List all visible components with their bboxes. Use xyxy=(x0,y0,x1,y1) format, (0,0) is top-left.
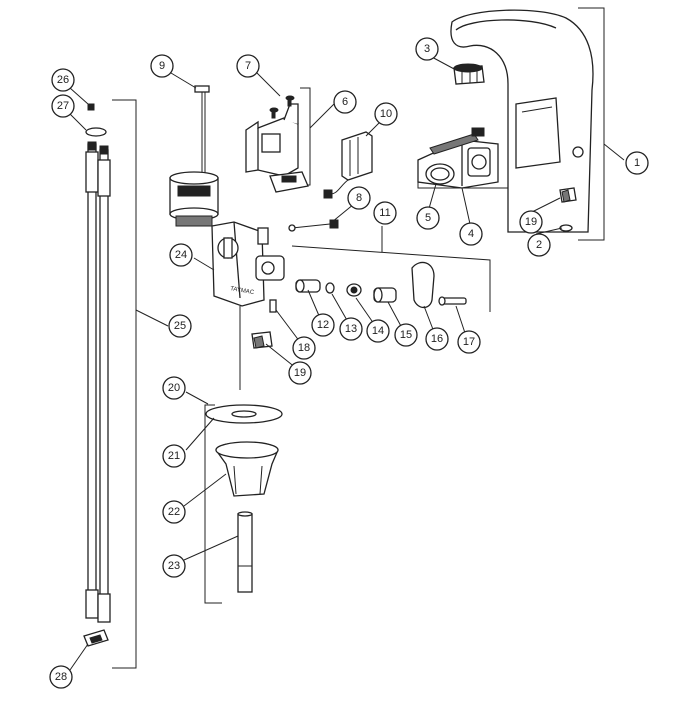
svg-text:10: 10 xyxy=(380,108,392,120)
control-body-part-24: TAYMAC xyxy=(211,221,285,390)
callout-27: 27 xyxy=(51,94,75,118)
svg-text:20: 20 xyxy=(168,382,180,394)
callout-22: 22 xyxy=(162,500,186,524)
svg-text:28: 28 xyxy=(55,671,67,683)
callout-12: 12 xyxy=(311,313,335,337)
callout-11: 11 xyxy=(373,201,397,225)
solenoid-cable-part-9 xyxy=(169,85,219,227)
mounting-cup-part-22 xyxy=(215,441,279,497)
callout-15: 15 xyxy=(394,323,418,347)
svg-text:4: 4 xyxy=(468,228,474,240)
svg-text:19: 19 xyxy=(294,367,306,379)
screw-part-26 xyxy=(87,103,95,111)
svg-text:12: 12 xyxy=(317,319,329,331)
svg-text:27: 27 xyxy=(57,100,69,112)
callouts: 1 2 3 4 5 6 7 8 9 10 11 12 13 14 15 16 1… xyxy=(49,37,649,689)
svg-text:26: 26 xyxy=(57,74,69,86)
pin-part-8 xyxy=(288,219,339,232)
washer-part-13 xyxy=(325,282,335,294)
clip-part-19a xyxy=(251,331,273,349)
screw-part-7 xyxy=(269,95,295,119)
cover-part-16 xyxy=(411,261,435,309)
screw-part-18 xyxy=(269,299,277,313)
solenoid-bracket-part-6 xyxy=(245,103,309,193)
svg-text:17: 17 xyxy=(463,336,475,348)
callout-4: 4 xyxy=(459,222,483,246)
callout-7: 7 xyxy=(236,54,260,78)
svg-text:7: 7 xyxy=(245,60,251,72)
svg-text:2: 2 xyxy=(536,239,542,251)
svg-text:11: 11 xyxy=(379,207,390,219)
callout-20: 20 xyxy=(162,376,186,400)
svg-text:8: 8 xyxy=(356,192,362,204)
callout-1: 1 xyxy=(625,151,649,175)
svg-text:9: 9 xyxy=(159,60,165,72)
callout-25: 25 xyxy=(168,314,192,338)
clip-part-19b xyxy=(559,187,577,203)
callout-21: 21 xyxy=(162,444,186,468)
supply-hoses-part-25 xyxy=(85,141,111,623)
callout-26: 26 xyxy=(51,68,75,92)
svg-text:5: 5 xyxy=(425,212,431,224)
battery-module-part-10 xyxy=(323,131,373,199)
callout-10: 10 xyxy=(374,102,398,126)
svg-text:25: 25 xyxy=(174,320,186,332)
callout-3: 3 xyxy=(415,37,439,61)
svg-text:13: 13 xyxy=(345,323,357,335)
callout-17: 17 xyxy=(457,330,481,354)
svg-text:6: 6 xyxy=(342,96,348,108)
svg-text:15: 15 xyxy=(400,329,412,341)
callout-18: 18 xyxy=(292,336,316,360)
callout-9: 9 xyxy=(150,54,174,78)
shank-part-23 xyxy=(237,511,253,593)
washer-part-27 xyxy=(85,127,107,137)
callout-13: 13 xyxy=(339,317,363,341)
svg-text:14: 14 xyxy=(372,325,384,337)
svg-text:1: 1 xyxy=(634,157,640,169)
svg-text:18: 18 xyxy=(298,342,310,354)
check-valve-part-14 xyxy=(346,283,362,297)
callout-19a: 19 xyxy=(288,361,312,385)
svg-text:21: 21 xyxy=(168,450,180,462)
sensor-window-assembly xyxy=(417,127,499,189)
svg-text:3: 3 xyxy=(424,43,430,55)
callout-24: 24 xyxy=(169,243,193,267)
aerator-part-3 xyxy=(453,63,485,85)
callout-16: 16 xyxy=(425,327,449,351)
faucet-spout-body xyxy=(450,9,594,233)
callout-23: 23 xyxy=(162,554,186,578)
svg-text:23: 23 xyxy=(168,560,180,572)
callout-2: 2 xyxy=(527,233,551,257)
adapter-part-12 xyxy=(295,279,321,293)
leader-lines xyxy=(69,55,563,671)
callout-14: 14 xyxy=(366,319,390,343)
callout-8: 8 xyxy=(347,186,371,210)
callout-19b: 19 xyxy=(519,210,543,234)
clip-part-28 xyxy=(83,629,109,647)
callout-6: 6 xyxy=(333,90,357,114)
fitting-part-15 xyxy=(373,287,397,303)
callout-5: 5 xyxy=(416,206,440,230)
svg-text:19: 19 xyxy=(525,216,537,228)
svg-text:22: 22 xyxy=(168,506,180,518)
gasket-part-21 xyxy=(205,404,283,424)
valve-parts-row xyxy=(295,261,467,309)
svg-text:24: 24 xyxy=(175,249,187,261)
callout-28: 28 xyxy=(49,665,73,689)
svg-text:16: 16 xyxy=(431,333,443,345)
svg-text:TAYMAC: TAYMAC xyxy=(230,286,255,296)
screw-part-17 xyxy=(438,296,467,306)
